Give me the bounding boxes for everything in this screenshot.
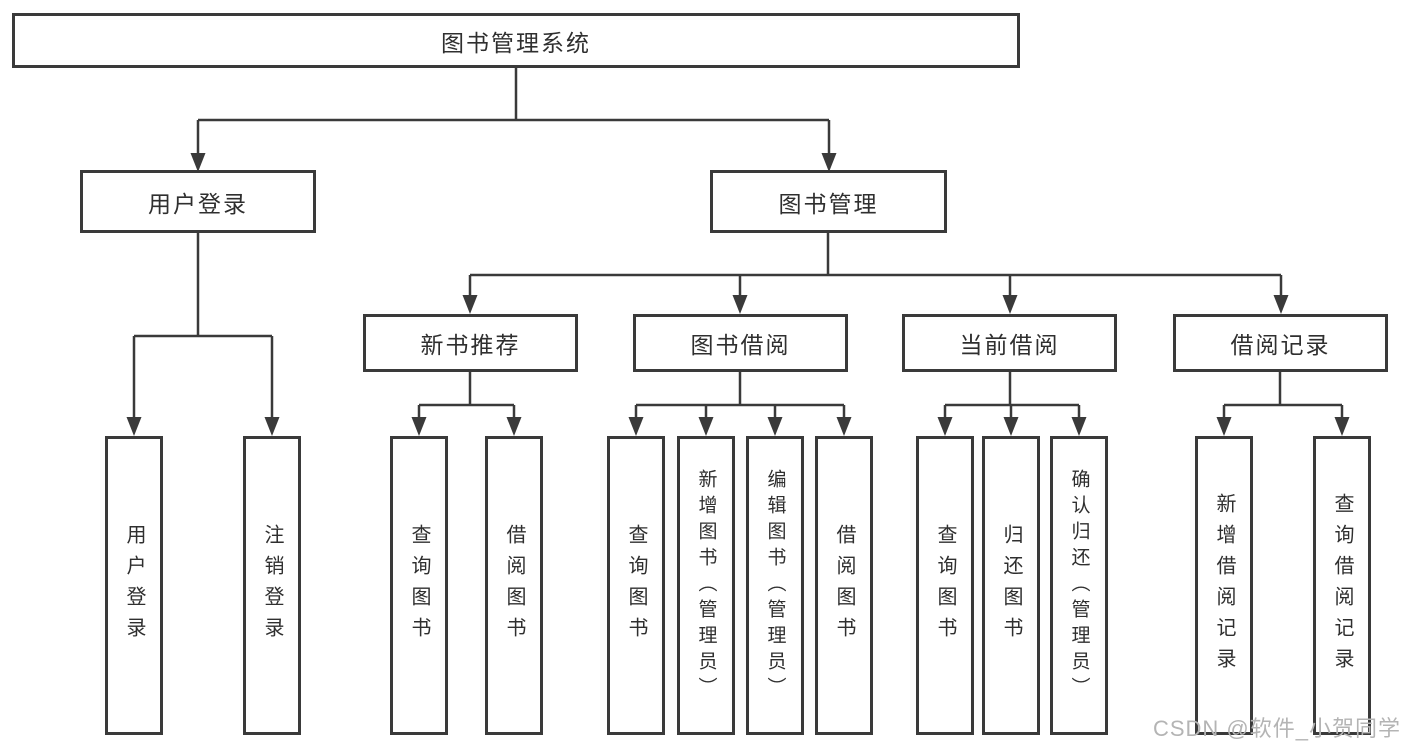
leaf-user-login: 用户登录 bbox=[105, 436, 163, 735]
leaf-query-borrow-record: 查询借阅记录 bbox=[1313, 436, 1371, 735]
leaf-query-books-current: 查询图书 bbox=[916, 436, 974, 735]
node-book-management: 图书管理 bbox=[710, 170, 947, 233]
csdn-watermark: CSDN @软件_小贺同学 bbox=[1152, 716, 1401, 741]
leaf-logout: 注销登录 bbox=[243, 436, 301, 735]
node-current-borrowing: 当前借阅 bbox=[902, 314, 1117, 372]
leaf-add-books-admin: 新增图书（管理员） bbox=[677, 436, 735, 735]
leaf-query-books-recommend: 查询图书 bbox=[390, 436, 448, 735]
node-new-book-recommendation: 新书推荐 bbox=[363, 314, 578, 372]
node-book-borrowing: 图书借阅 bbox=[633, 314, 848, 372]
node-borrowing-records: 借阅记录 bbox=[1173, 314, 1388, 372]
leaf-borrow-books: 借阅图书 bbox=[815, 436, 873, 735]
leaf-add-borrow-record: 新增借阅记录 bbox=[1195, 436, 1253, 735]
node-user-login: 用户登录 bbox=[80, 170, 316, 233]
leaf-borrow-books-recommend: 借阅图书 bbox=[485, 436, 543, 735]
leaf-confirm-return-admin: 确认归还（管理员） bbox=[1050, 436, 1108, 735]
node-library-management-system: 图书管理系统 bbox=[12, 13, 1020, 68]
leaf-return-books: 归还图书 bbox=[982, 436, 1040, 735]
leaf-query-books-borrow: 查询图书 bbox=[607, 436, 665, 735]
leaf-edit-books-admin: 编辑图书（管理员） bbox=[746, 436, 804, 735]
